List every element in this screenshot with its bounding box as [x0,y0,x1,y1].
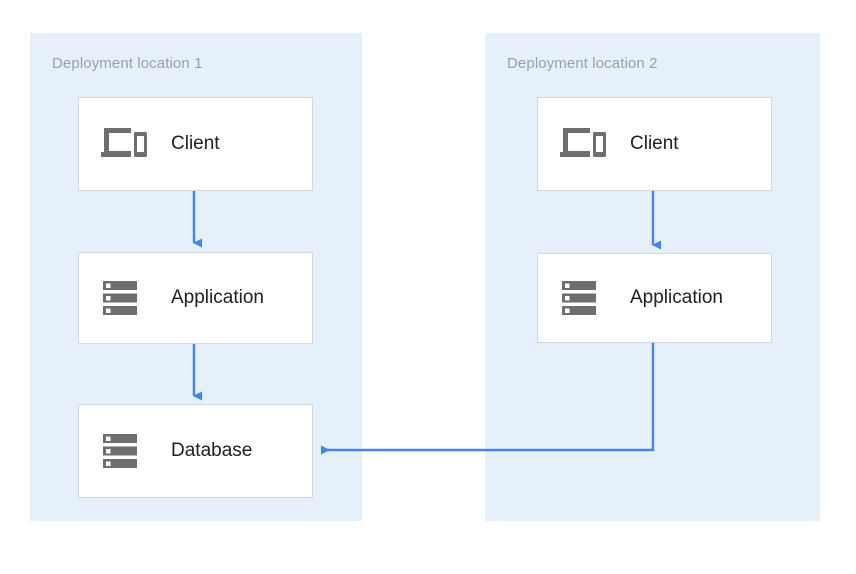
server-icon [560,278,606,318]
zone-2-label: Deployment location 2 [507,55,658,72]
devices-icon [560,124,606,164]
node-database-1[interactable]: Database [78,404,313,498]
node-client-1-label: Client [171,133,220,154]
node-application-2[interactable]: Application [537,253,772,343]
node-client-2[interactable]: Client [537,97,772,191]
node-client-2-label: Client [630,133,679,154]
node-database-1-label: Database [171,440,253,461]
node-application-2-label: Application [630,287,723,308]
zone-1-label: Deployment location 1 [52,55,203,72]
node-application-1-label: Application [171,287,264,308]
devices-icon [101,124,147,164]
node-application-1[interactable]: Application [78,252,313,344]
server-icon [101,278,147,318]
node-client-1[interactable]: Client [78,97,313,191]
server-icon [101,431,147,471]
